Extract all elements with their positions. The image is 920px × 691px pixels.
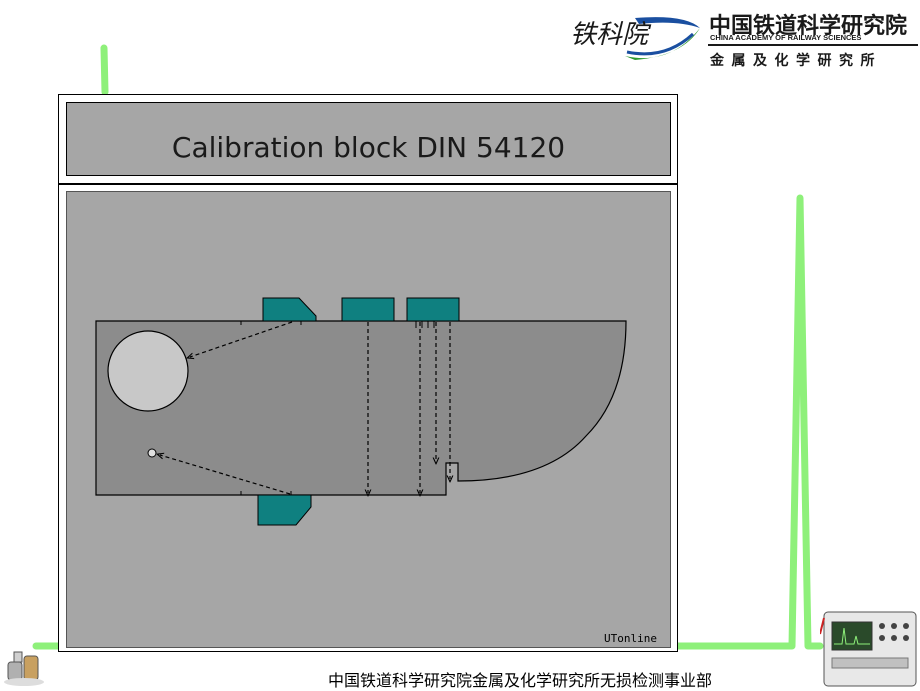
academy-logo-icon (625, 17, 700, 60)
footer-caption: 中国铁道科学研究院金属及化学研究所无损检测事业部 (328, 671, 713, 690)
large-hole (107, 330, 189, 412)
normal-probe-2 (406, 297, 460, 322)
flaw-detector-icon (820, 611, 917, 687)
angle-probe-bottom (257, 494, 312, 526)
slide-title: Calibration block DIN 54120 (171, 131, 566, 164)
calligraphy-logo-text: 铁科院 (570, 20, 649, 50)
logo-divider (708, 44, 918, 46)
angle-probe-top (262, 297, 317, 322)
small-hole (147, 448, 157, 458)
beam-to-small-hole (160, 455, 291, 495)
watermark-text: UTonline (604, 632, 657, 645)
ultrasonic-probe-icon (4, 651, 44, 686)
institution-name-en: CHINA ACADEMY OF RAILWAY SCIENCES (710, 33, 862, 42)
institution-name-cn: 中国铁道科学研究院 (709, 13, 908, 39)
department-name: 金属及化学研究所 (710, 53, 882, 69)
calibration-block-diagram (95, 297, 627, 526)
title-box: Calibration block DIN 54120 (66, 102, 671, 176)
title-divider (58, 183, 678, 185)
normal-probe-1 (341, 297, 395, 322)
beam-to-large-hole (190, 321, 293, 357)
calibration-block (95, 320, 627, 496)
